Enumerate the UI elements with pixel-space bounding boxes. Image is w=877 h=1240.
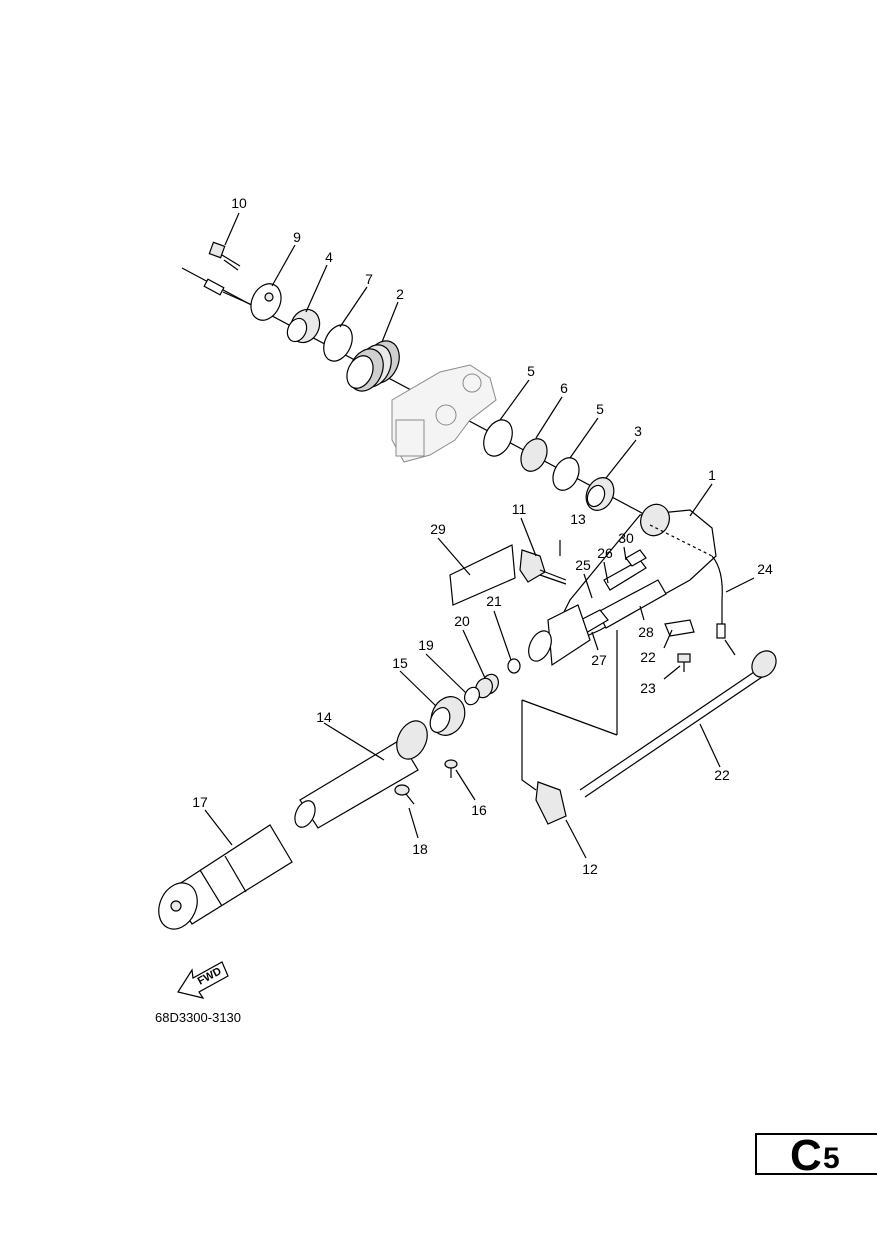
part-17-screw <box>394 784 415 805</box>
part-label-10: 11 <box>512 501 527 517</box>
part-21-shaft <box>579 650 777 798</box>
part-label-21: 22 <box>714 767 730 783</box>
part-label-7: 7 <box>365 271 373 287</box>
part-11-bracket <box>535 781 567 825</box>
part-label-14: 15 <box>392 655 408 671</box>
part-23-screw <box>677 653 691 672</box>
part-label-23: 23 <box>640 680 656 696</box>
part-label-15: 16 <box>471 802 487 818</box>
bracket-11-dash-guide <box>521 700 537 791</box>
bracket-11-dash-guide-2 <box>521 699 618 736</box>
handle-front-tube <box>528 604 591 667</box>
part-14-collar <box>429 696 466 736</box>
part-8-plate <box>250 283 282 321</box>
part-5-washer-upper <box>483 419 513 457</box>
part-label-1: 1 <box>708 467 716 483</box>
part-label-24: 24 <box>757 561 773 577</box>
part-24-stop-cable <box>716 623 736 656</box>
part-9-bolt <box>208 241 241 271</box>
part-label-19: 20 <box>454 613 470 629</box>
part-label-11: 12 <box>582 861 598 877</box>
part-label-9: 10 <box>231 195 247 211</box>
part-3-bushing <box>585 477 615 511</box>
part-6-wave-washer <box>520 438 548 472</box>
part-label-26: 26 <box>597 545 613 561</box>
part-label-5-lower: 5 <box>596 401 604 417</box>
part-13-throttle-shaft <box>294 720 428 829</box>
fwd-arrow-icon: FWD <box>177 961 229 999</box>
part-label-25: 25 <box>575 557 591 573</box>
part-label-22: 22 <box>640 649 656 665</box>
page-badge-letter: C <box>790 1131 822 1180</box>
part-label-29: 29 <box>430 521 446 537</box>
part-number-labels: 10 9 4 7 2 5 6 5 3 1 24 29 11 13 30 26 2… <box>192 195 773 877</box>
part-label-28: 28 <box>638 624 654 640</box>
bracket-housing-ghost <box>391 364 497 463</box>
page-badge: C 5 <box>755 1131 877 1180</box>
part-1-tiller-handle <box>559 503 723 641</box>
part-16-grip <box>158 824 293 930</box>
part-29-sheet <box>449 544 516 606</box>
part-label-3: 3 <box>634 423 642 439</box>
figure-code: 68D3300-3130 <box>155 1010 241 1025</box>
throttle-cable-end <box>203 278 253 306</box>
part-26-label <box>603 559 647 591</box>
leader-lines <box>204 212 755 859</box>
part-4-bushing <box>286 308 321 344</box>
part-label-4: 4 <box>325 249 333 265</box>
part-label-2: 2 <box>396 286 404 302</box>
part-10-wing-bolt <box>519 549 567 585</box>
part-label-8: 9 <box>293 229 301 245</box>
part-label-13: 14 <box>316 709 332 725</box>
plate-hole <box>264 292 274 302</box>
part-label-17: 18 <box>412 841 428 857</box>
part-7-o-ring <box>323 324 353 362</box>
part-15-screw <box>444 759 458 778</box>
part-2-friction-spool <box>346 340 400 392</box>
part-22-plate <box>664 619 695 637</box>
page-badge-number: 5 <box>823 1142 840 1175</box>
part-20-washer <box>507 658 521 674</box>
part-label-5-upper: 5 <box>527 363 535 379</box>
part-label-30: 30 <box>618 530 634 546</box>
part-label-20: 21 <box>486 593 502 609</box>
part-label-6: 6 <box>560 380 568 396</box>
part-30-label <box>625 549 647 567</box>
part-5-washer-lower <box>552 457 580 491</box>
part-label-12: 13 <box>570 511 586 527</box>
part-label-16: 17 <box>192 794 208 810</box>
part-label-27: 27 <box>591 652 607 668</box>
part-label-18: 19 <box>418 637 434 653</box>
